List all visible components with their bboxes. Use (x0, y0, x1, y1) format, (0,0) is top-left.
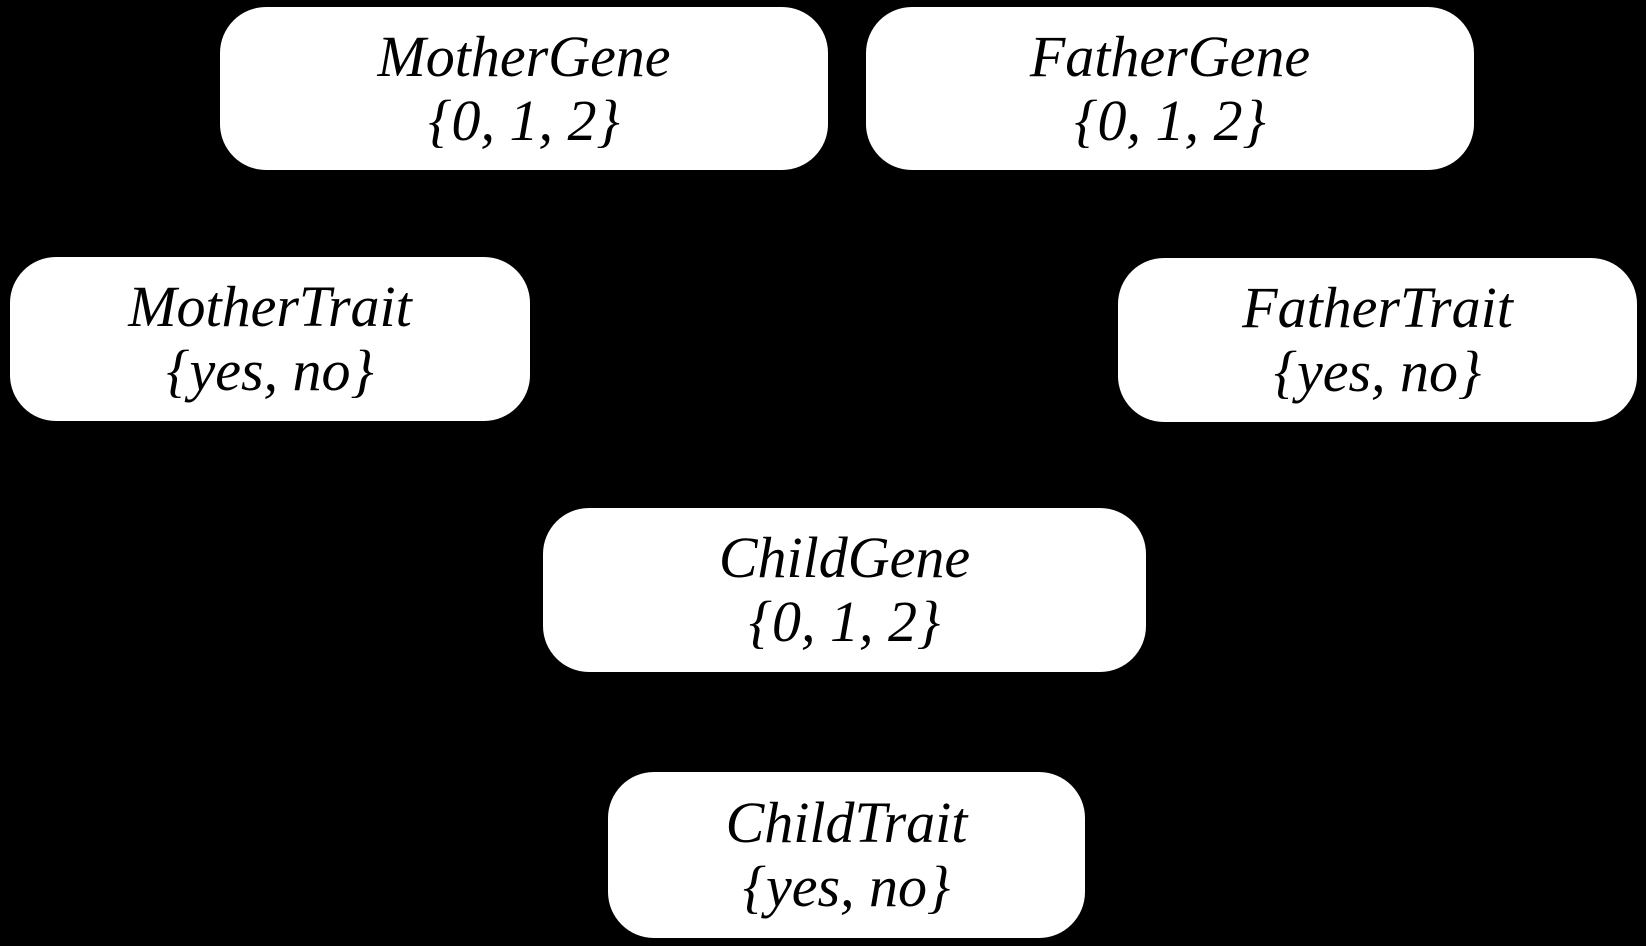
node-mother-trait: MotherTrait {yes, no} (10, 257, 530, 421)
node-mother-trait-domain: {yes, no} (166, 338, 374, 403)
node-child-gene-domain: {0, 1, 2} (748, 589, 941, 654)
node-child-gene: ChildGene {0, 1, 2} (543, 508, 1146, 672)
node-mother-gene-title: MotherGene (377, 23, 671, 89)
node-father-gene-domain: {0, 1, 2} (1074, 87, 1266, 153)
node-father-trait-domain: {yes, no} (1273, 339, 1482, 404)
node-child-gene-title: ChildGene (718, 525, 971, 591)
node-mother-trait-title: MotherTrait (128, 274, 412, 340)
node-mother-gene-domain: {0, 1, 2} (428, 87, 620, 153)
node-father-gene: FatherGene {0, 1, 2} (866, 7, 1474, 170)
node-mother-gene: MotherGene {0, 1, 2} (220, 7, 828, 170)
node-father-gene-title: FatherGene (1029, 23, 1311, 89)
node-child-trait: ChildTrait {yes, no} (608, 772, 1085, 938)
node-child-trait-domain: {yes, no} (742, 854, 951, 919)
node-child-trait-title: ChildTrait (725, 790, 968, 856)
node-father-trait-title: FatherTrait (1242, 275, 1513, 341)
node-father-trait: FatherTrait {yes, no} (1118, 258, 1637, 422)
